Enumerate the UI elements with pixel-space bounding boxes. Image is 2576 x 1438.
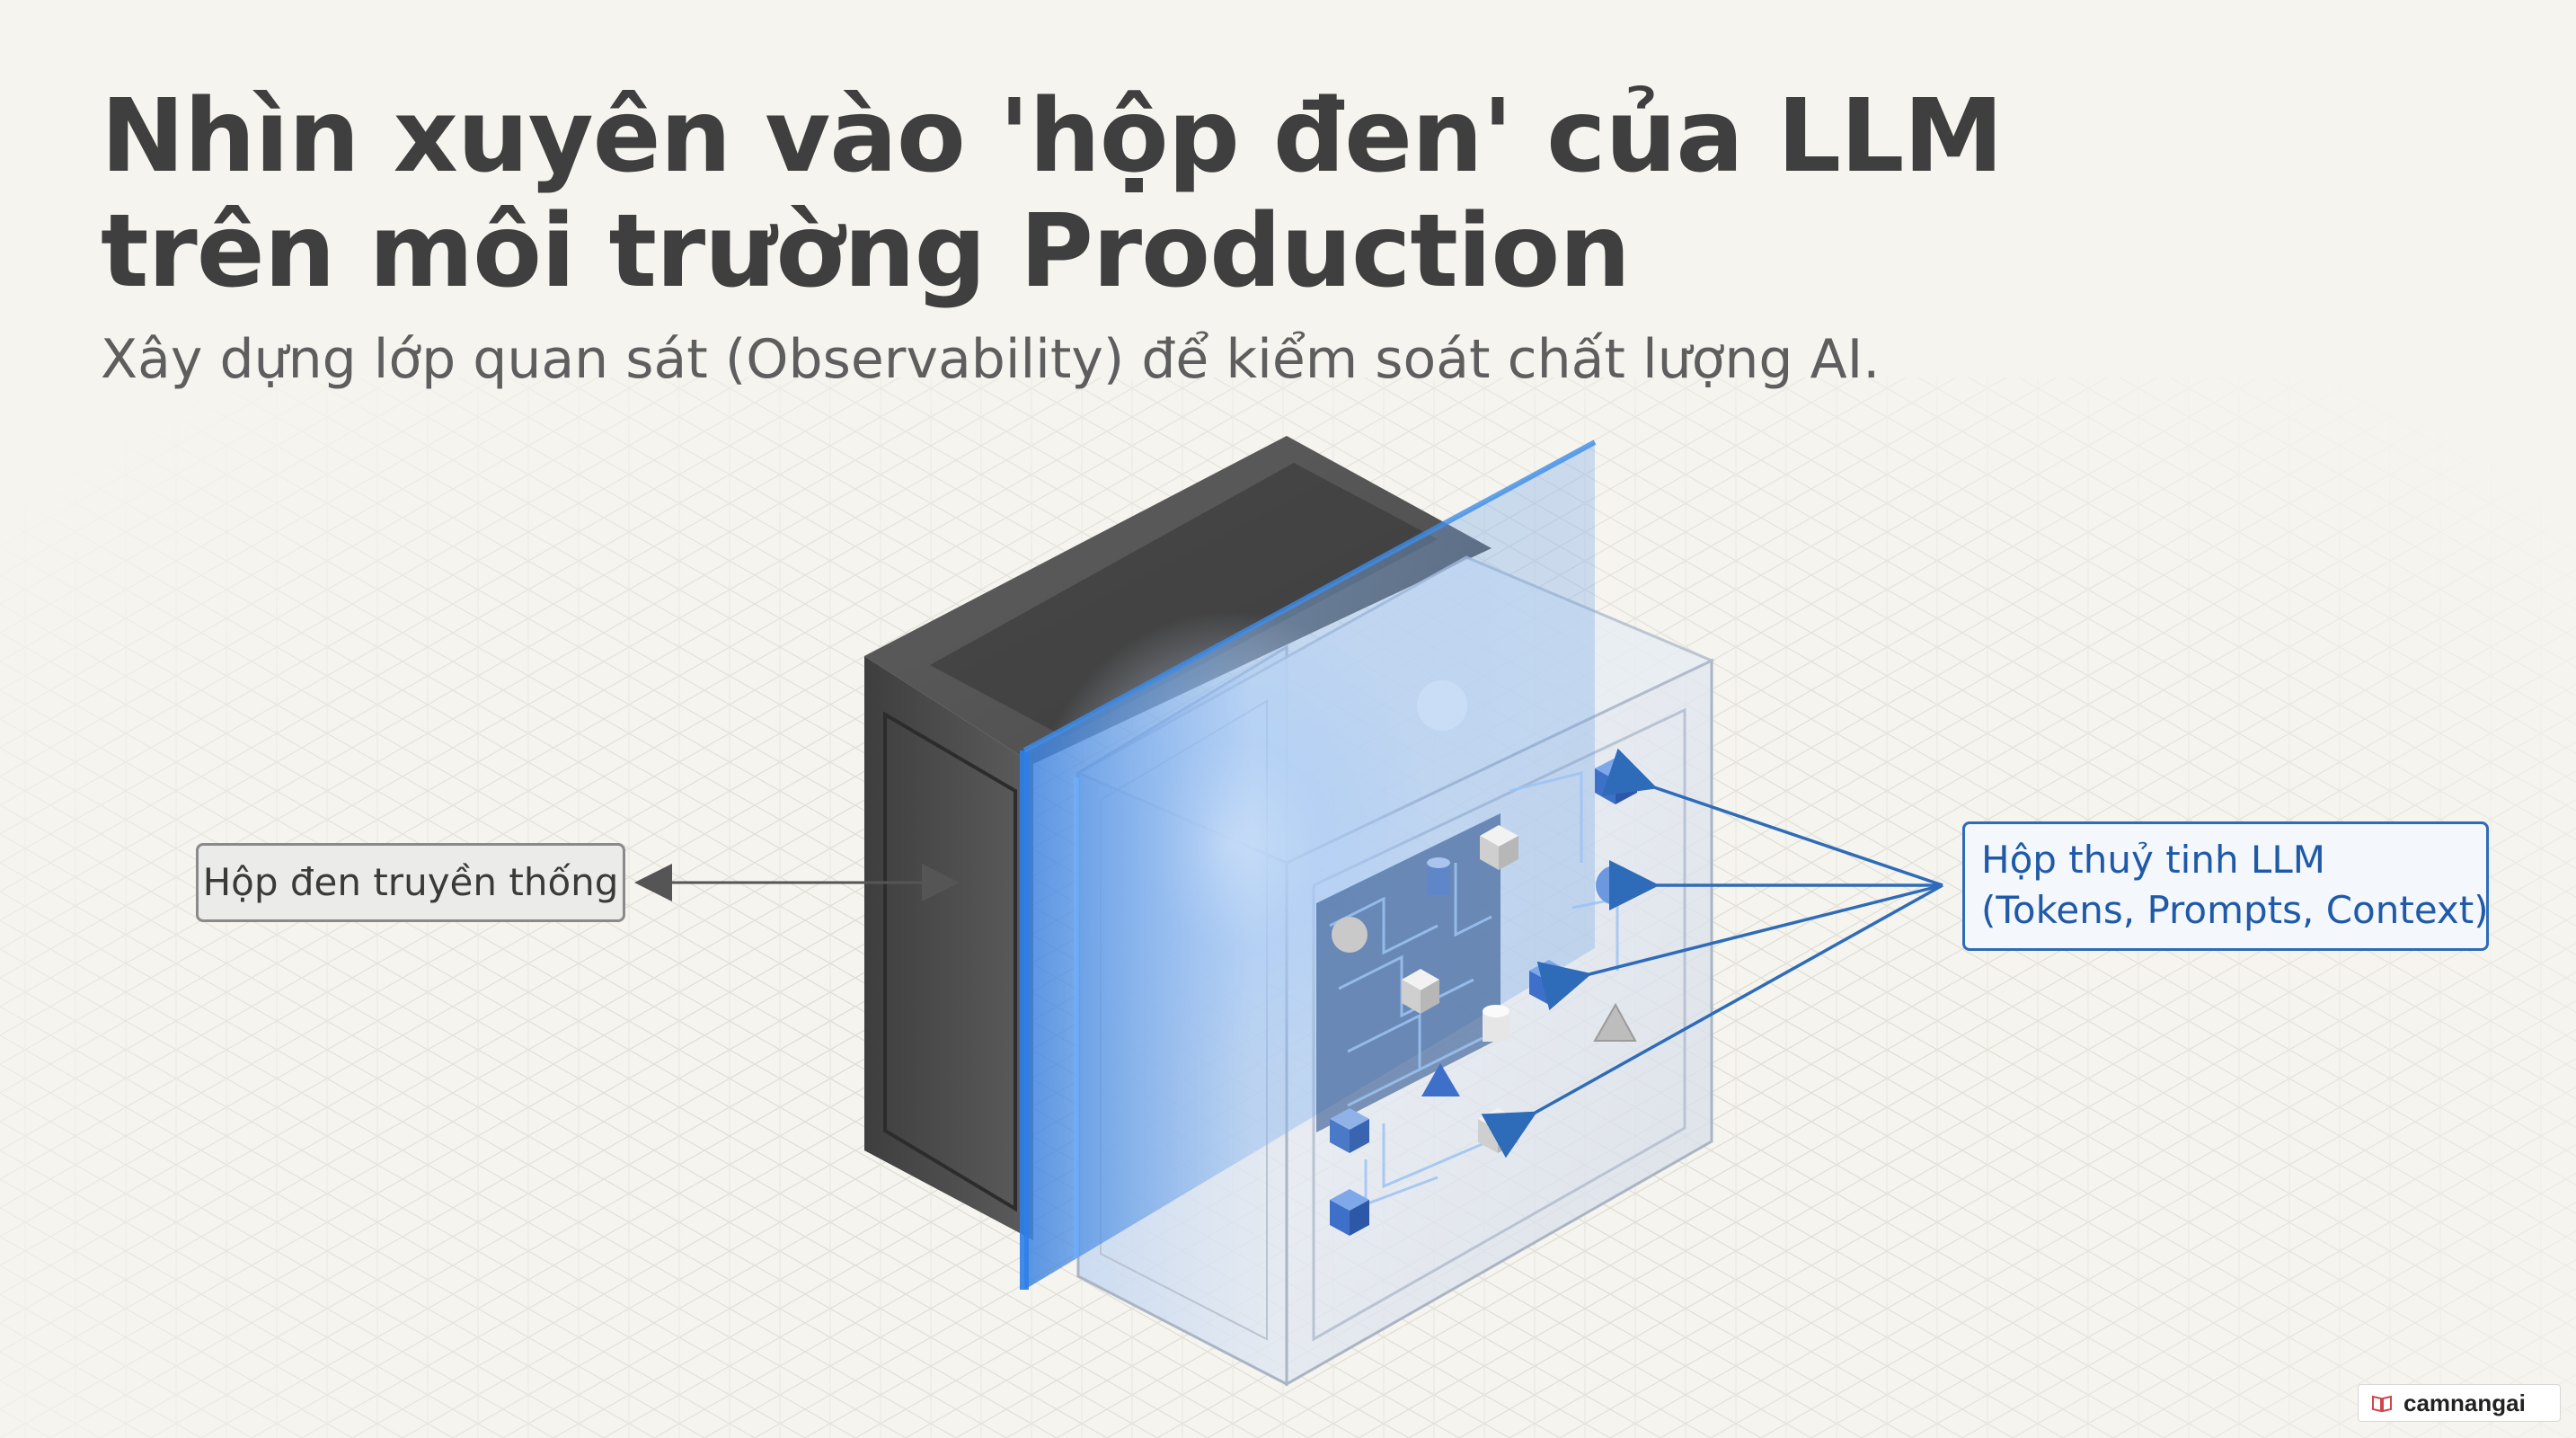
- node-pyramid-blue: [1421, 1063, 1460, 1096]
- glass-box-label-line-2: (Tokens, Prompts, Context): [1981, 888, 2489, 932]
- node-pyramid-gray: [1593, 1002, 1637, 1042]
- page-subtitle: Xây dựng lớp quan sát (Observability) để…: [101, 328, 1881, 391]
- watermark-text: camnangai: [2403, 1389, 2526, 1416]
- scan-plane: [1020, 439, 1597, 1290]
- black-box-label: Hộp đen truyền thống: [196, 843, 625, 922]
- page-title-line-2: trên môi trường Production: [101, 193, 1631, 310]
- node-cube-white-top: [1480, 825, 1518, 870]
- node-sphere-blue: [1596, 865, 1635, 905]
- scan-plane-surface: [1024, 442, 1595, 1290]
- node-cube-bottom-left: [1330, 1189, 1369, 1236]
- book-icon: [2372, 1395, 2392, 1413]
- node-cylinder-white: [1483, 1005, 1509, 1042]
- page-title-line-1: Nhìn xuyên vào 'hộp đen' của LLM: [101, 78, 2004, 195]
- black-box-front-face: [864, 656, 1033, 1240]
- black-box: [864, 436, 1492, 1240]
- node-cube-left: [1330, 1108, 1369, 1153]
- black-box-top-inset: [930, 463, 1438, 737]
- node-cube-white-mid: [1402, 969, 1439, 1014]
- glass-box-label: Hộp thuỷ tinh LLM (Tokens, Prompts, Cont…: [1962, 821, 2489, 951]
- node-cylinder: [1427, 857, 1450, 895]
- glass-box-label-line-1: Hộp thuỷ tinh LLM: [1981, 838, 2325, 882]
- watermark-badge[interactable]: camnangai: [2358, 1384, 2561, 1422]
- node-sphere-gray: [1332, 917, 1368, 953]
- black-box-front-panel: [883, 711, 1017, 1212]
- glass-box-arrows: [1481, 748, 1943, 1158]
- page-title: Nhìn xuyên vào 'hộp đen' của LLM trên mô…: [101, 79, 2077, 309]
- scan-plane-top-edge: [1022, 439, 1597, 753]
